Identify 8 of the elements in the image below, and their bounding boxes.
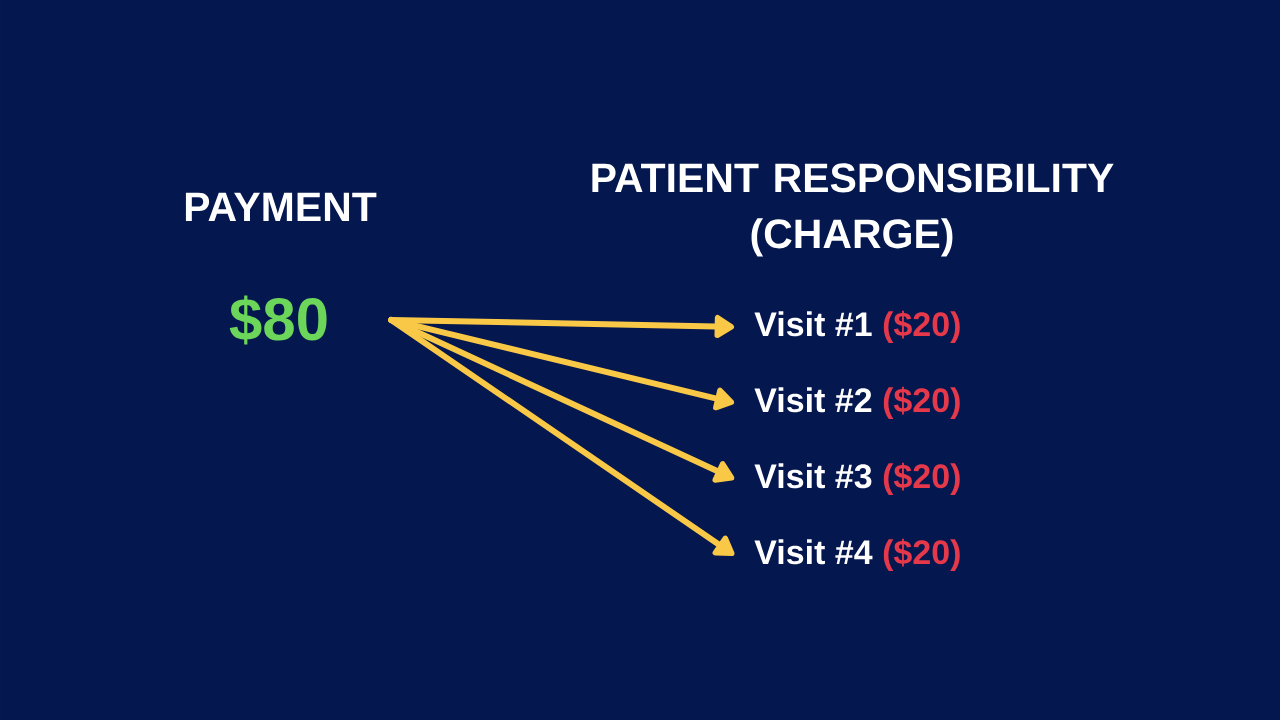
visit-charge-label: Visit #2 ($20) — [754, 386, 960, 420]
visit-charge-label: Visit #1 ($20) — [754, 310, 960, 344]
arrow — [388, 316, 735, 557]
column-heading: PATIENT RESPONSIBILITY (CHARGE) — [592, 163, 1114, 257]
visit-charge-label: Visit #3 ($20) — [754, 462, 960, 496]
payment-amount: $80 — [229, 295, 327, 345]
visit-charge-label: Visit #4 ($20) — [754, 538, 960, 572]
column-heading: PAYMENT — [185, 192, 377, 221]
